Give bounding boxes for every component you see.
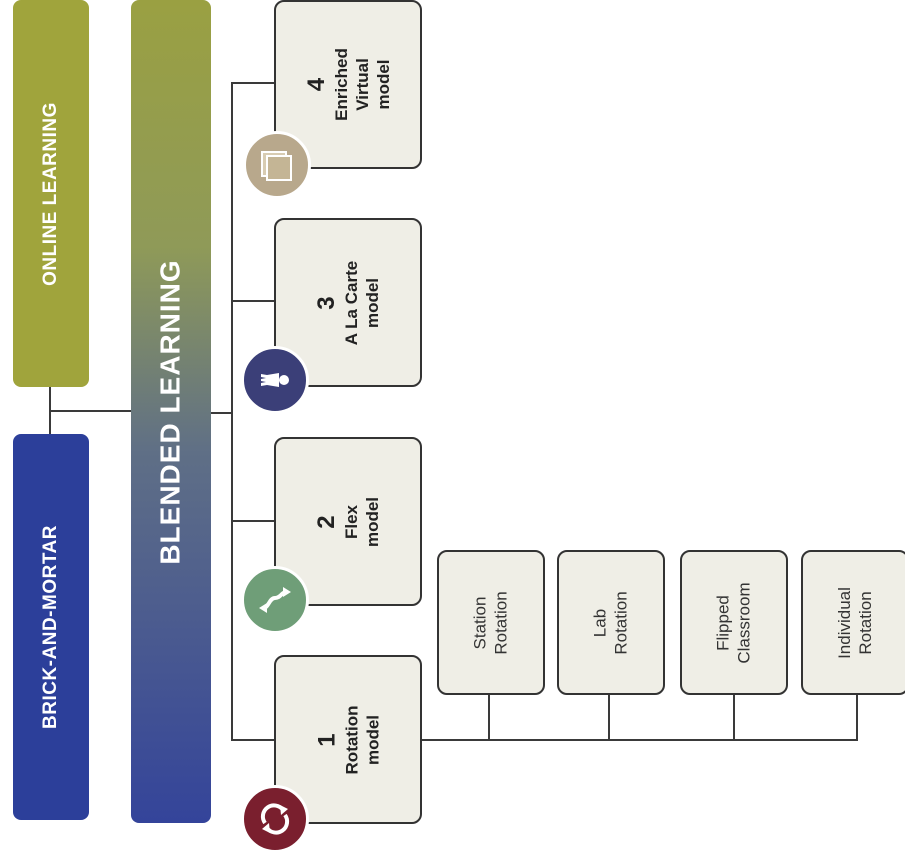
model-3-line-1: A La Carte (342, 260, 361, 345)
branch-model-1 (231, 739, 276, 741)
submodel-station-rotation: Station Rotation (437, 550, 545, 695)
brick-and-mortar-label: BRICK-AND-MORTAR (40, 525, 62, 729)
model-2-number: 2 (313, 514, 340, 529)
submodel-2-line-2: Rotation (611, 590, 631, 655)
model-3-line-2: model (363, 277, 382, 328)
model-1-box: 1 Rotation model (274, 655, 422, 824)
model-4-line-3: model (373, 59, 393, 110)
branch-model-4 (231, 82, 276, 84)
rotation-sub-hline (420, 739, 858, 741)
model-2-line-1: Flex (342, 504, 361, 539)
submodel-2-line-1: Lab (590, 608, 610, 637)
models-trunk-line (231, 82, 233, 740)
stacked-pages-icon (243, 131, 311, 199)
blended-learning-bar: BLENDED LEARNING (131, 0, 211, 823)
model-4-line-1: Enriched (331, 48, 351, 121)
branch-model-3 (231, 300, 276, 302)
flex-arrows-icon (241, 566, 309, 634)
submodel-lab-rotation: Lab Rotation (557, 550, 665, 695)
sub-stem-1 (488, 693, 490, 740)
model-1-line-2: model (363, 714, 382, 765)
branch-model-2 (231, 520, 276, 522)
online-learning-bar: ONLINE LEARNING (13, 0, 89, 387)
submodel-3-line-2: Classroom (735, 581, 754, 664)
submodel-1-line-2: Rotation (491, 590, 511, 655)
submodel-3-line-1: Flipped (714, 594, 733, 651)
submodel-4-line-1: Individual (834, 586, 854, 659)
brick-and-mortar-bar: BRICK-AND-MORTAR (13, 434, 89, 820)
model-1-line-1: Rotation (342, 705, 361, 774)
model-2-line-2: model (363, 496, 382, 547)
submodel-1-line-1: Station (470, 596, 490, 649)
model-4-number: 4 (302, 77, 330, 92)
sub-stem-3 (733, 693, 735, 740)
submodel-flipped-classroom: Flipped Classroom (680, 550, 788, 695)
connector-to-blended (49, 410, 131, 412)
blended-learning-label: BLENDED LEARNING (155, 258, 186, 565)
model-1-number: 1 (313, 732, 340, 747)
submodel-4-line-2: Rotation (855, 590, 875, 655)
person-icon (241, 346, 309, 414)
submodel-individual-rotation: Individual Rotation (801, 550, 905, 695)
rotation-arrows-icon (241, 785, 309, 853)
sub-stem-2 (608, 693, 610, 740)
connector-blended-trunk (211, 412, 232, 414)
online-learning-label: ONLINE LEARNING (40, 101, 61, 286)
sub-stem-4 (856, 693, 858, 740)
model-3-number: 3 (313, 295, 340, 310)
model-4-line-2: Virtual (352, 58, 372, 111)
